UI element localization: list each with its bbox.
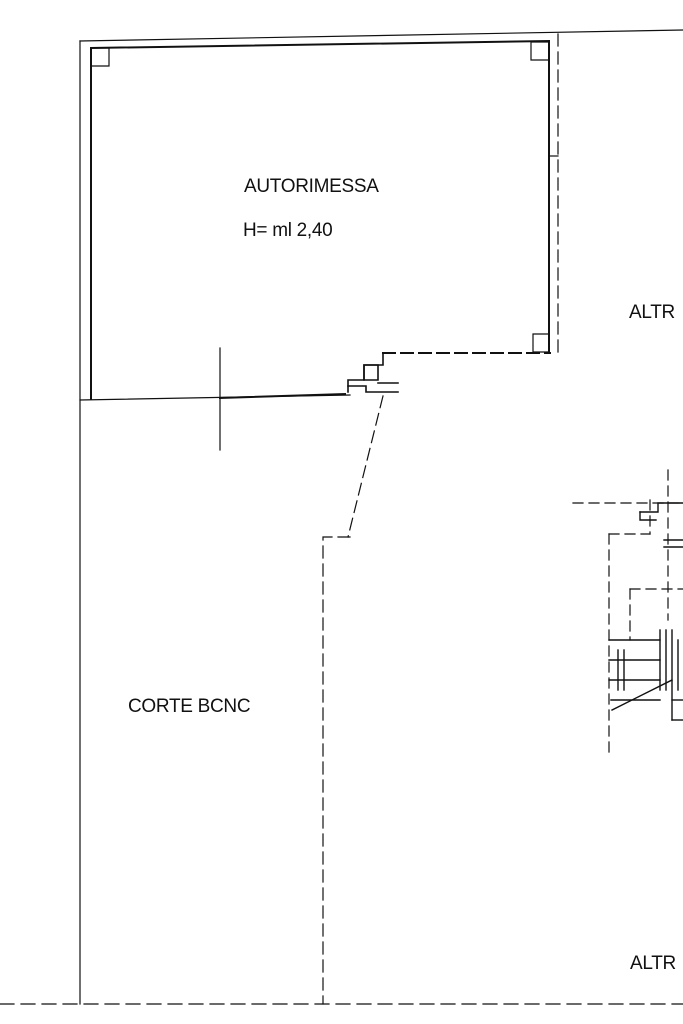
garage-step-detail bbox=[348, 353, 398, 392]
garage-room-label: AUTORIMESSA bbox=[244, 176, 379, 197]
column-square-top-left bbox=[91, 48, 109, 66]
garage-height-note: H= ml 2,40 bbox=[243, 220, 333, 241]
other-property-label-top: ALTR bbox=[629, 302, 675, 323]
garage-outer-walls bbox=[80, 30, 683, 1004]
courtyard-dashed-boundary bbox=[323, 396, 383, 1004]
column-square-top-right bbox=[531, 42, 549, 60]
staircase-dashed-outline bbox=[573, 470, 683, 752]
column-square-bottom-right bbox=[533, 334, 549, 352]
staircase-steps bbox=[609, 503, 683, 720]
garage-column-markers bbox=[91, 42, 549, 352]
other-property-label-bottom: ALTR bbox=[630, 953, 676, 974]
courtyard-label: CORTE BCNC bbox=[128, 696, 251, 717]
